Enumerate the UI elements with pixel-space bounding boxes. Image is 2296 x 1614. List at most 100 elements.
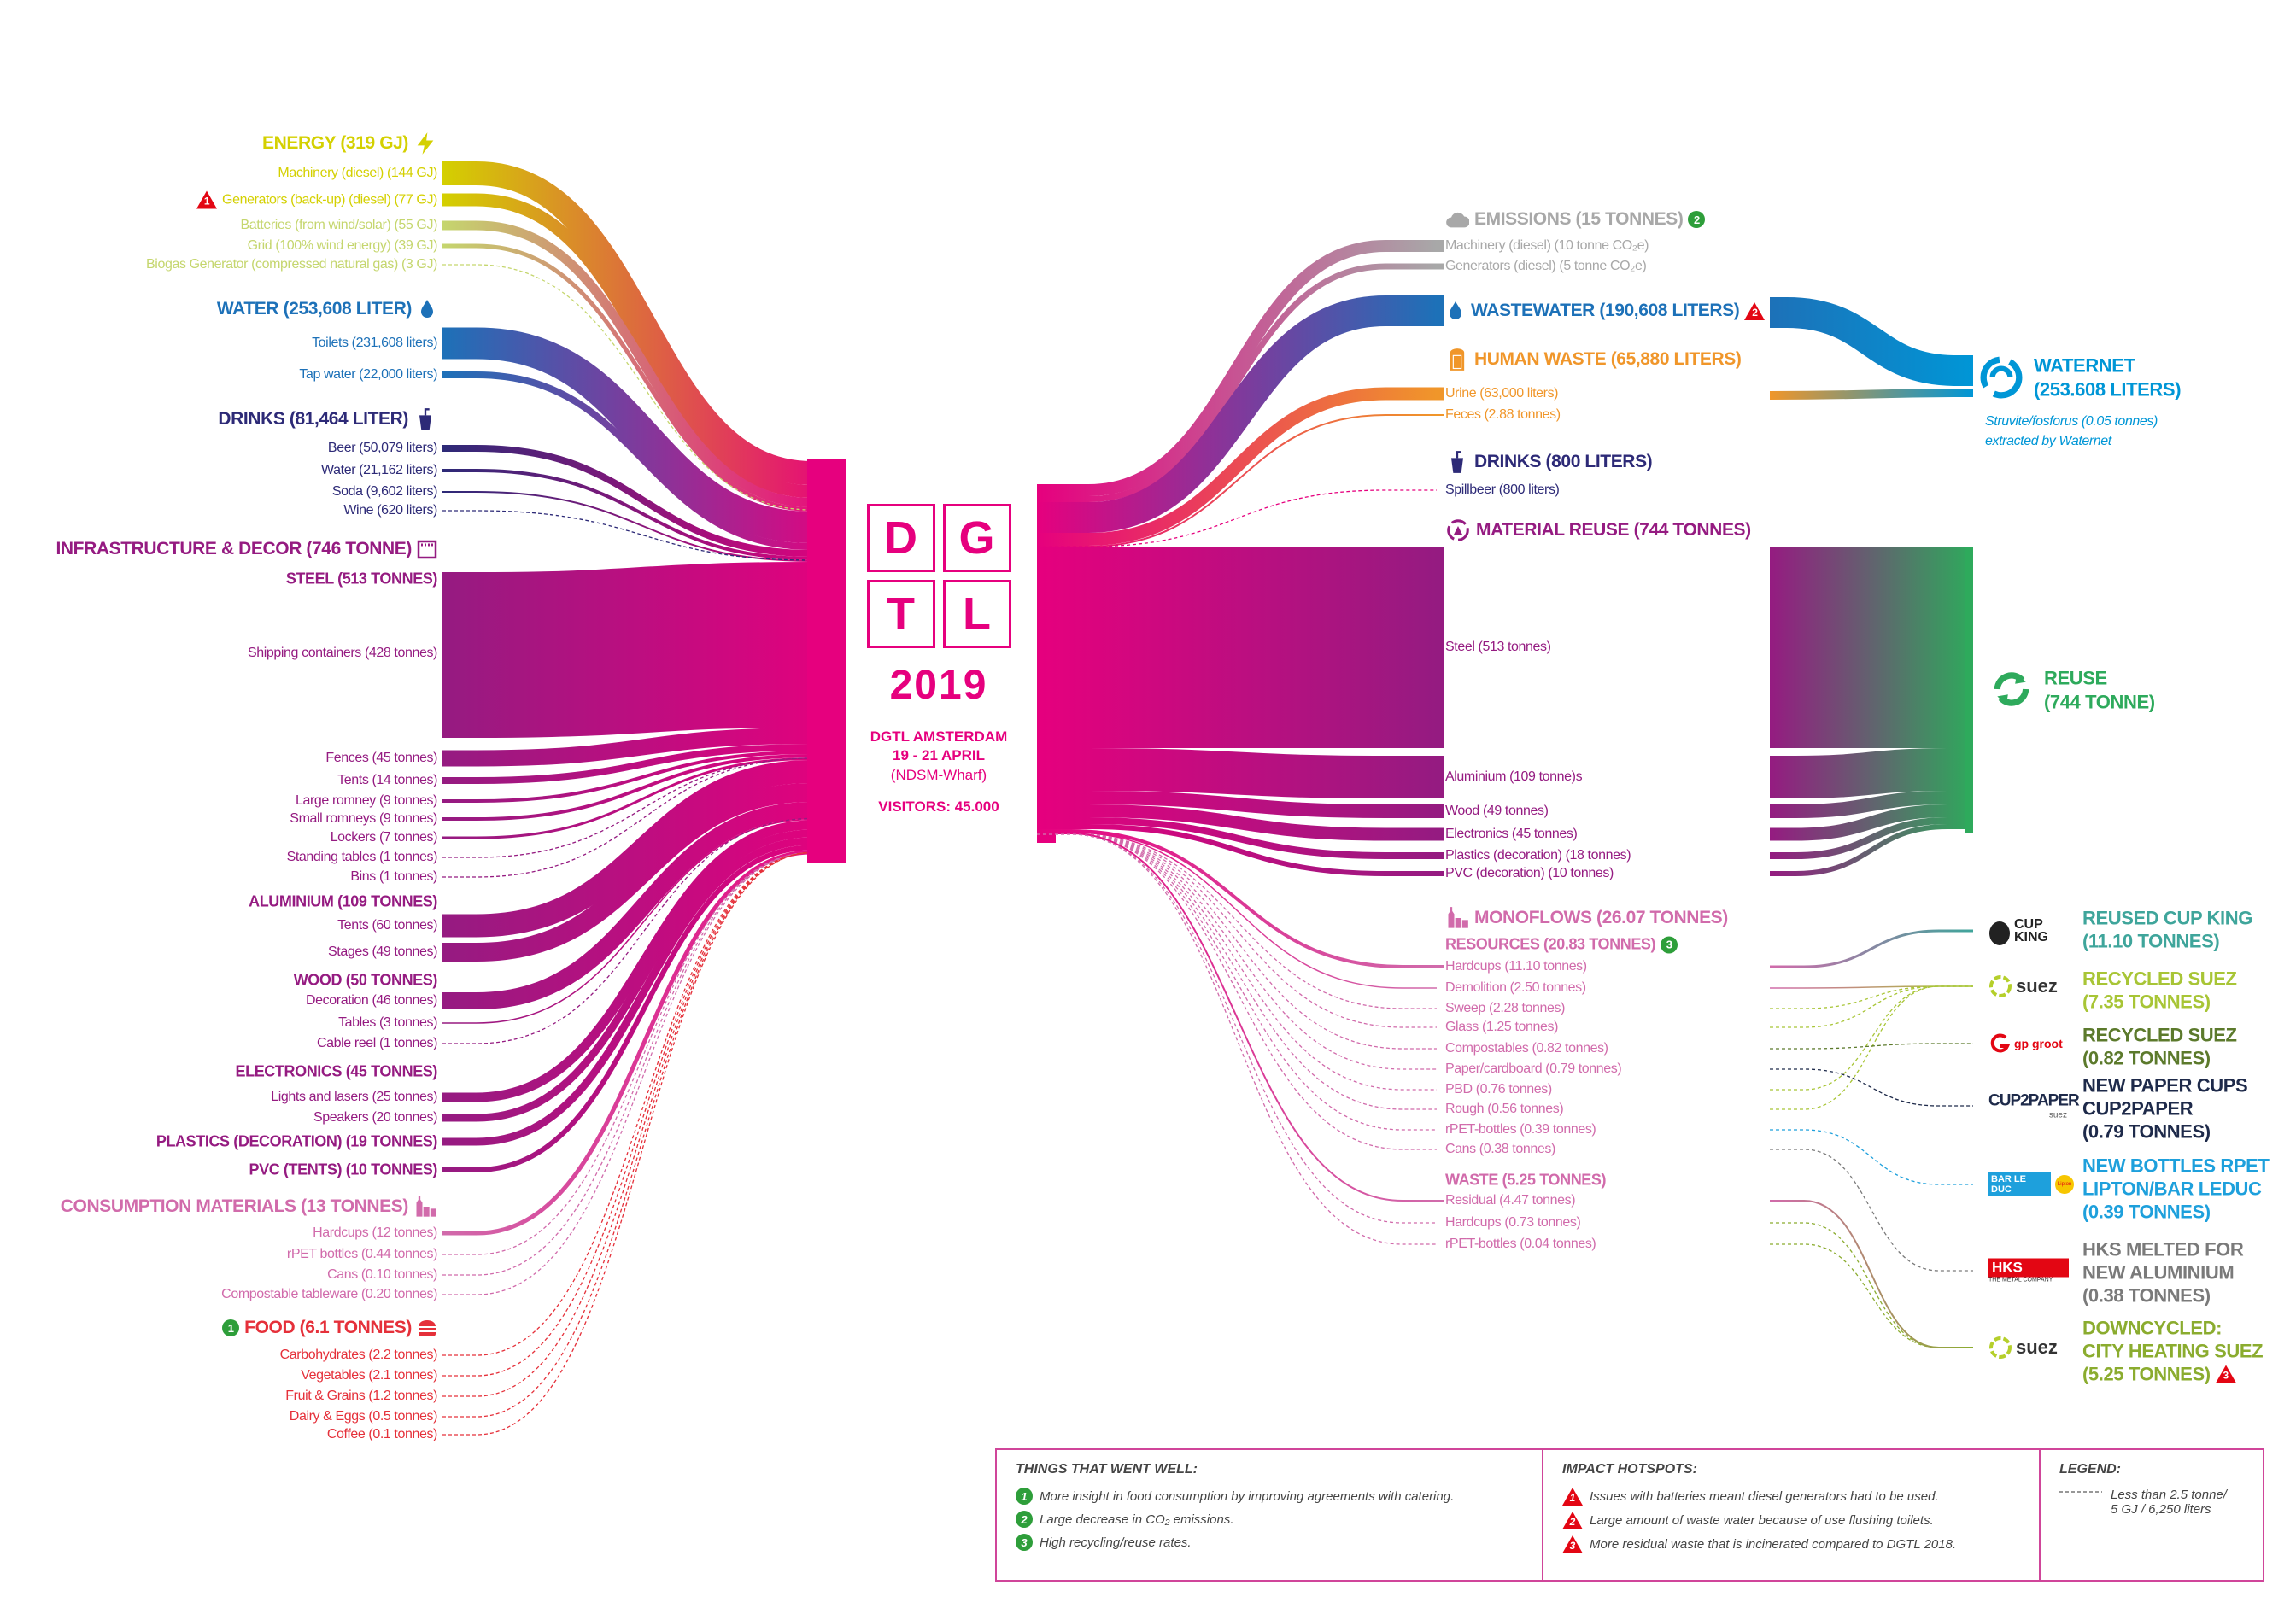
badge-number: 2 xyxy=(1569,1516,1576,1528)
input-item-label: Vegetables (2.1 tonnes) xyxy=(301,1368,437,1383)
event-name: DGTL AMSTERDAM xyxy=(870,728,1008,745)
partner-label: (0.79 TONNES) xyxy=(2082,1120,2211,1143)
material-to-reuse xyxy=(1770,824,1973,876)
waste-item-label: Residual (4.47 tonnes) xyxy=(1445,1193,1576,1208)
logo-part: gp groot xyxy=(2014,1037,2063,1050)
input-item-label: Tents (60 tonnes) xyxy=(337,918,437,933)
waste-title: WASTE (5.25 TONNES) xyxy=(1445,1171,1607,1190)
drinks-title-text: DRINKS (81,464 LITER) xyxy=(218,409,408,429)
partner-dashed xyxy=(1770,1043,1973,1050)
green-badge-icon: 1 xyxy=(1016,1488,1033,1505)
input-item-label: Decoration (46 tonnes) xyxy=(306,993,437,1009)
input-item-label-text: Tents (60 tonnes) xyxy=(337,918,437,933)
monoflow-item-label-text: Compostables (0.82 tonnes) xyxy=(1445,1041,1608,1056)
partner-label-text: (5.25 TONNES) xyxy=(2082,1363,2211,1385)
wood-title: WOOD (50 TONNES) xyxy=(294,972,438,990)
input-item-label-text: Carbohydrates (2.2 tonnes) xyxy=(279,1348,438,1362)
consumption-title: CONSUMPTION MATERIALS (13 TONNES) xyxy=(61,1195,437,1219)
reuse-arrows-icon xyxy=(1990,668,2033,711)
input-flow xyxy=(442,728,846,767)
partner-label-text: LIPTON/BAR LEDUC xyxy=(2082,1178,2262,1200)
monoflow-item-label: Compostables (0.82 tonnes) xyxy=(1445,1041,1608,1056)
wastewater-title-text: WASTEWATER (190,608 LITERS) xyxy=(1471,301,1740,320)
went-well-text: More insight in food consumption by impr… xyxy=(1040,1488,1455,1504)
urine-to-waternet xyxy=(1769,389,1974,400)
input-item-label-text: Biogas Generator (compressed natural gas… xyxy=(146,257,437,272)
logo-part: suez xyxy=(2016,1336,2058,1358)
output-node-bar xyxy=(1437,240,1444,252)
monoflow-item-label: PBD (0.76 tonnes) xyxy=(1445,1082,1552,1097)
output-node-bar xyxy=(1437,547,1444,748)
input-flow xyxy=(442,757,846,839)
legend-text: 5 GJ / 6,250 liters xyxy=(2111,1502,2211,1517)
logo-part: KING xyxy=(2014,930,2048,944)
resources-title-text: RESOURCES (20.83 TONNES) xyxy=(1445,935,1656,953)
input-flow xyxy=(442,851,846,1418)
lightning-bolt-icon xyxy=(413,132,437,155)
waternet-title: WATERNET xyxy=(2034,354,2135,377)
partner-label: (7.35 TONNES) xyxy=(2082,991,2211,1014)
input-flow xyxy=(442,851,846,1356)
partner-label: (5.25 TONNES)3 xyxy=(2082,1363,2236,1386)
water-drop-icon xyxy=(1445,301,1466,321)
monoflow-item-label-text: Paper/cardboard (0.79 tonnes) xyxy=(1445,1061,1622,1076)
input-item-label: Speakers (20 tonnes) xyxy=(313,1110,437,1126)
input-item-label: rPET bottles (0.44 tonnes) xyxy=(287,1247,437,1262)
material-to-reuse xyxy=(1770,791,1973,818)
input-item-label: Fences (45 tonnes) xyxy=(325,751,437,766)
output-flow xyxy=(1037,263,1437,502)
portable-toilet-icon xyxy=(1445,348,1469,371)
reuse-amount-text: (744 TONNE) xyxy=(2044,691,2155,713)
badge-number: 1 xyxy=(1569,1492,1576,1504)
input-item-label: Standing tables (1 tonnes) xyxy=(287,850,438,865)
output-item-label-text: Electronics (45 tonnes) xyxy=(1445,827,1578,841)
partner-label-text: (11.10 TONNES) xyxy=(2082,930,2220,952)
partner-label-text: HKS MELTED FOR xyxy=(2082,1238,2244,1260)
input-item-label: Compostable tableware (0.20 tonnes) xyxy=(221,1287,437,1302)
input-item-label: Biogas Generator (compressed natural gas… xyxy=(146,257,437,272)
input-item-label: Hardcups (12 tonnes) xyxy=(313,1225,437,1241)
input-flow xyxy=(442,757,846,878)
monoflow-band xyxy=(1037,829,1437,968)
waste-title-text: WASTE (5.25 TONNES) xyxy=(1445,1171,1607,1189)
burger-icon xyxy=(417,1318,437,1338)
output-item-label: Machinery (diesel) (10 tonne CO₂e) xyxy=(1445,238,1649,254)
output-item-label: Generators (diesel) (5 tonne CO₂e) xyxy=(1445,259,1647,274)
input-item-label-text: Shipping containers (428 tonnes) xyxy=(247,646,437,660)
partner-label-text: (0.38 TONNES) xyxy=(2082,1284,2211,1307)
input-item-label: Machinery (diesel) (144 GJ) xyxy=(278,166,437,181)
waste-item-label-text: rPET-bottles (0.04 tonnes) xyxy=(1445,1237,1596,1251)
input-item-label-text: Grid (100% wind energy) (39 GJ) xyxy=(247,238,438,253)
partner-flow xyxy=(1770,985,1973,989)
output-flow xyxy=(1037,791,1437,818)
waternet-amount-text: (253.608 LITERS) xyxy=(2034,378,2182,401)
output-flow xyxy=(1037,489,1437,547)
monoflow-item-label-text: Demolition (2.50 tonnes) xyxy=(1445,980,1586,995)
partner-dashed xyxy=(1770,985,1973,1028)
green-badge-icon: 2 xyxy=(1016,1511,1033,1528)
input-item-label-text: Fruit & Grains (1.2 tonnes) xyxy=(285,1389,437,1403)
event-year: 2019 xyxy=(889,663,988,708)
partner-label-text: RECYCLED SUEZ xyxy=(2082,1024,2237,1046)
output-node-bar xyxy=(1437,827,1444,841)
input-flow xyxy=(442,243,846,512)
output-item-label-text: Generators (diesel) (5 tonne CO₂e) xyxy=(1445,259,1647,273)
drink-cup-icon xyxy=(1445,450,1469,474)
material-to-reuse xyxy=(1770,748,1973,798)
monoflows-title-text: MONOFLOWS (26.07 TONNES) xyxy=(1474,908,1728,927)
input-flow xyxy=(442,754,846,821)
input-flow xyxy=(442,817,846,1044)
monoflow-dashed xyxy=(1037,833,1437,1028)
waste-item-label-text: Residual (4.47 tonnes) xyxy=(1445,1193,1576,1208)
partner-dashed xyxy=(1770,1129,1973,1185)
partner-flow xyxy=(1770,929,1973,968)
monoflow-item-label-text: rPET-bottles (0.39 tonnes) xyxy=(1445,1122,1596,1137)
input-item-label: Batteries (from wind/solar) (55 GJ) xyxy=(240,218,437,233)
input-flow xyxy=(442,744,846,784)
